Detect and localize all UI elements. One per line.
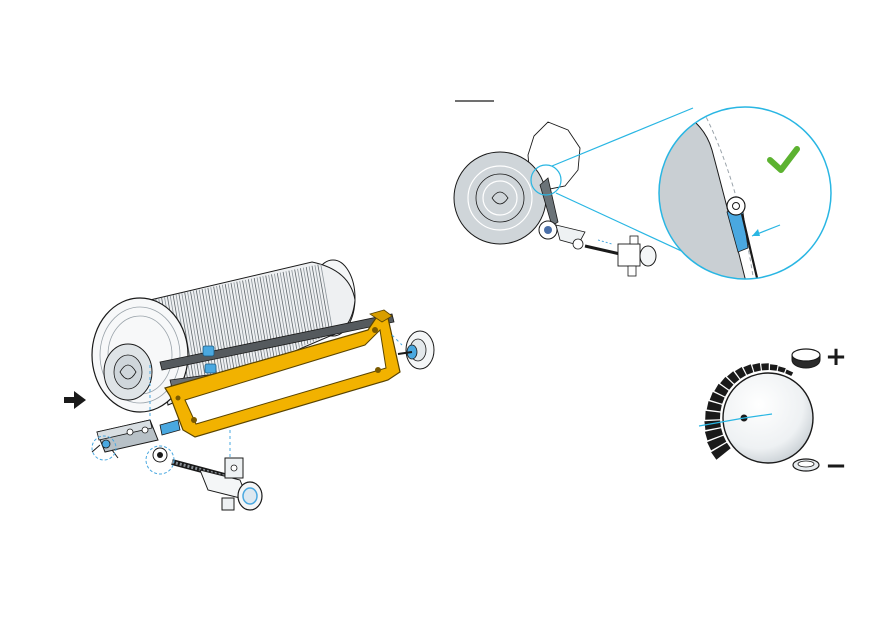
filter-drum-assembly [64, 260, 434, 510]
plus-icon: + [825, 342, 847, 372]
dial-scale-tick [778, 366, 786, 373]
dial-scale-tick [785, 370, 793, 377]
blue-clip-lower [205, 364, 216, 373]
dial-scale-tick [705, 411, 720, 420]
dial-knob [723, 373, 813, 463]
knob-high-icon [792, 349, 820, 368]
dial-scale-tick [761, 363, 769, 370]
arrow-right-icon [64, 391, 86, 409]
adjustment-dial: + − [699, 342, 847, 481]
tension-bolt-assembly [153, 448, 262, 510]
blue-clip-upper [203, 346, 214, 356]
right-bearing-cap [398, 331, 434, 369]
magnified-inset [640, 100, 831, 290]
knob-low-icon [793, 459, 819, 471]
dial-scale-tick [752, 363, 761, 372]
dial-scale-tick [770, 364, 778, 371]
detail-view [454, 100, 831, 290]
minus-icon: − [825, 451, 847, 481]
